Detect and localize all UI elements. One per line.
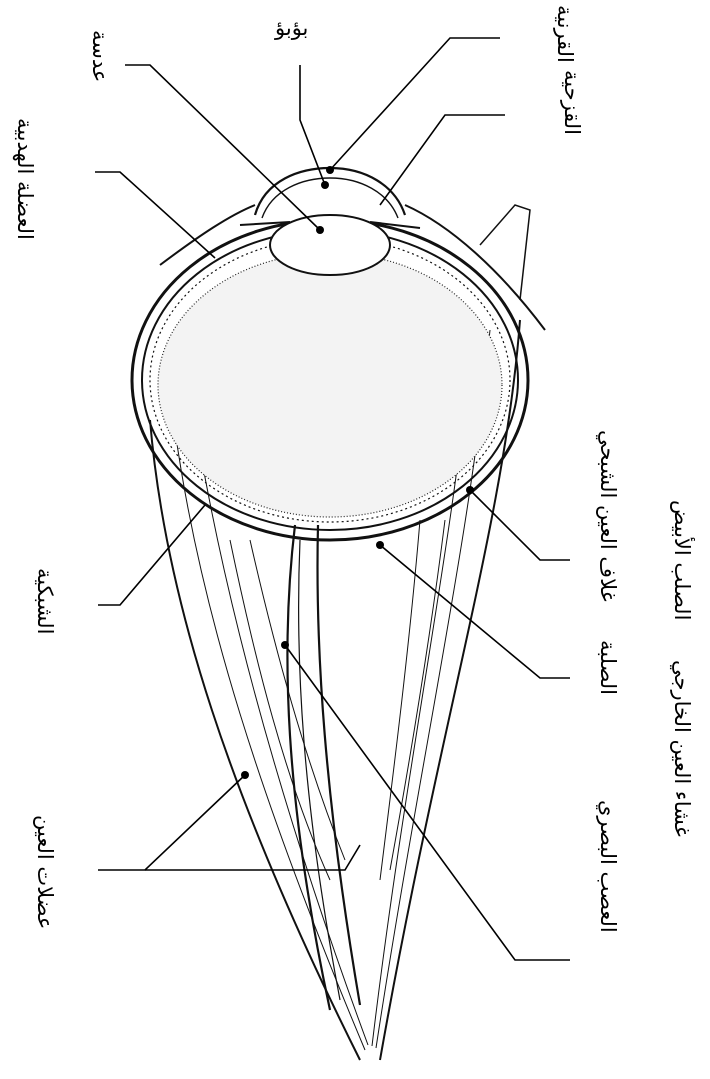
- leader-pupil: [300, 65, 325, 185]
- label-sclera-layer: الصلبة: [597, 640, 618, 695]
- anterior-segment: [240, 168, 420, 275]
- label-iris: القزحية: [561, 70, 582, 135]
- label-cornea: القرنية: [554, 5, 575, 63]
- leader-cornea: [330, 38, 500, 170]
- dot-lens: [316, 226, 324, 234]
- leader-sclera-layer: [380, 545, 570, 678]
- dot-pupil: [321, 181, 329, 189]
- leader-ciliary: [95, 172, 215, 258]
- label-conjunctiva: غشاء العين الخارجي: [671, 660, 692, 837]
- dot-eye-muscles: [241, 771, 249, 779]
- label-choroid: غلاف العين الشبحي: [597, 430, 618, 602]
- vitreous-body: [158, 253, 502, 517]
- leader-optic-nerve: [285, 645, 570, 960]
- label-pupil: بؤبؤ: [275, 18, 308, 39]
- label-eye-muscles: عضلات العين: [34, 815, 55, 929]
- lens-shape: [270, 215, 390, 275]
- leader-eye-muscles-1: [98, 775, 245, 870]
- dot-cornea: [326, 166, 334, 174]
- leader-retina: [98, 505, 205, 605]
- leader-iris: [380, 115, 505, 205]
- leader-eye-muscles-2: [145, 845, 360, 870]
- label-retina: الشبكية: [34, 568, 55, 635]
- dot-sclera: [376, 541, 384, 549]
- dot-optic-nerve: [281, 641, 289, 649]
- dot-choroid: [466, 486, 474, 494]
- optic-nerve: [287, 525, 360, 1010]
- label-sclera: الصلب الأبيض: [671, 500, 692, 620]
- label-lens: عدسة: [89, 30, 110, 82]
- label-ciliary-muscle: العضلة الهدبية: [14, 118, 35, 240]
- leader-lens: [125, 65, 320, 230]
- label-optic-nerve: العصب البصري: [597, 800, 618, 933]
